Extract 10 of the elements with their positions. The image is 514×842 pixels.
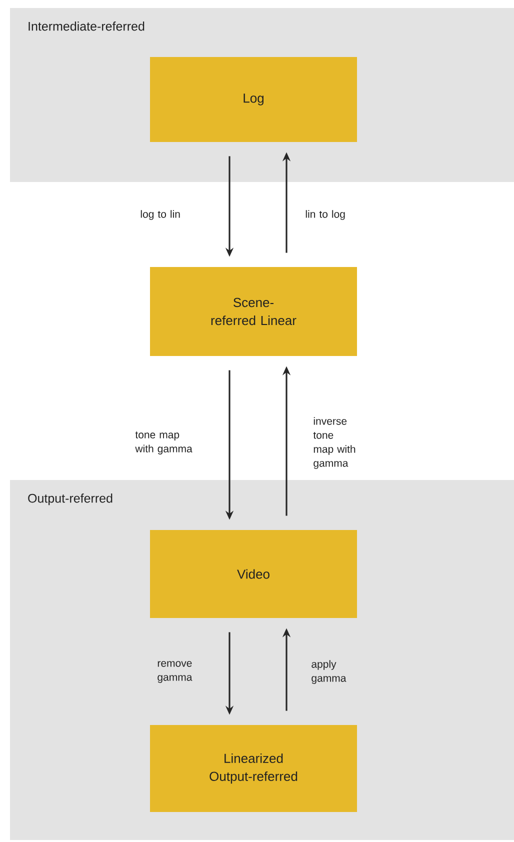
edge-label: inverse tone map with gamma (313, 417, 356, 469)
process-box: Video (150, 530, 357, 618)
edge-label: log to lin (140, 210, 180, 220)
process-box: Log (150, 57, 357, 142)
edge-label: remove gamma (158, 661, 192, 683)
edge-label: apply gamma (312, 660, 346, 684)
process-box: Scene-referred Linear (150, 267, 357, 356)
edge-label: lin to log (306, 210, 345, 220)
process-box: Linearized Output-referred (150, 725, 357, 812)
edge-label: tone map with gamma (135, 432, 192, 454)
